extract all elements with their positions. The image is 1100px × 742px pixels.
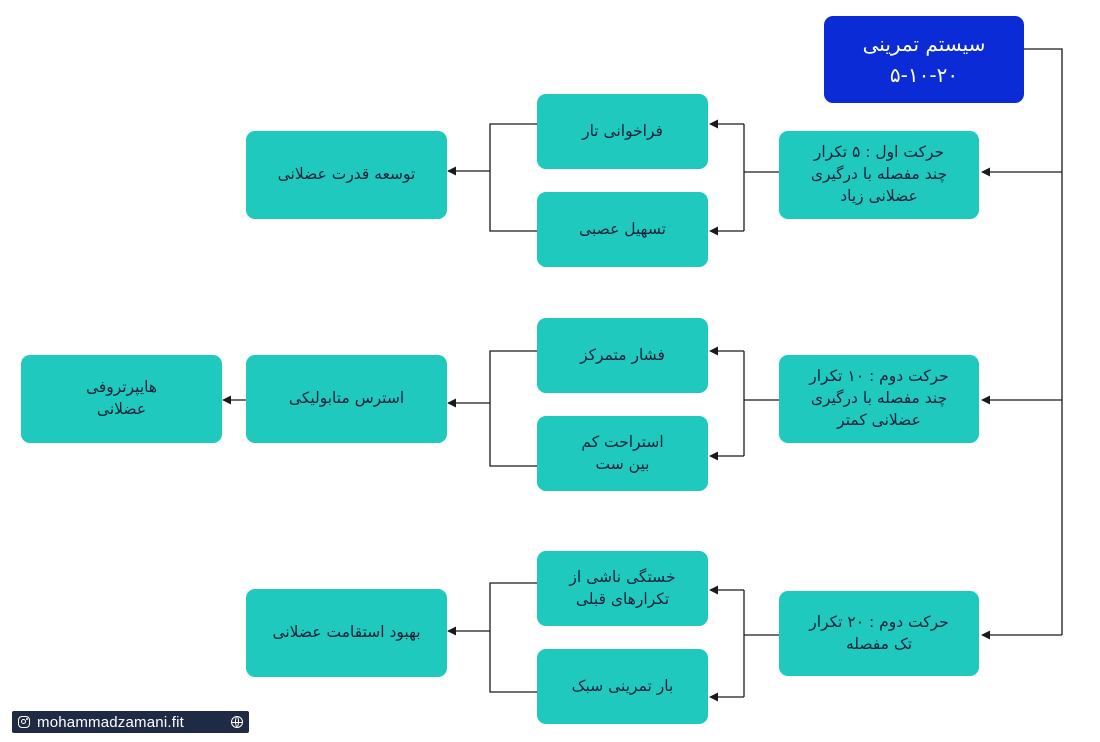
metabolic-stress-node: استرس متابولیکی <box>246 355 447 443</box>
short-rest-node: استراحت کم بین ست <box>537 416 708 491</box>
move1-node: حرکت اول : ۵ تکرار چند مفصله با درگیری ع… <box>779 131 979 219</box>
hypertrophy-node: هایپرتروفی عضلانی <box>21 355 222 443</box>
fatigue-node: خستگی ناشی از تکرارهای قبلی <box>537 551 708 626</box>
bracket-move3 <box>743 590 779 697</box>
footer-handle: mohammadzamani.fit <box>37 713 184 731</box>
strength-development-node: توسعه قدرت عضلانی <box>246 131 447 219</box>
bracket-move1 <box>743 124 779 231</box>
concentrated-pressure-node: فشار متمرکز <box>537 318 708 393</box>
merge-group3 <box>489 582 537 693</box>
move2-node: حرکت دوم : ۱۰ تکرار چند مفصله با درگیری … <box>779 355 979 443</box>
merge-group1 <box>489 123 537 232</box>
bracket-move2 <box>743 351 779 456</box>
endurance-node: بهبود استقامت عضلانی <box>246 589 447 677</box>
footer-handle-bar[interactable]: mohammadzamani.fit <box>12 711 249 733</box>
merge-group2 <box>489 350 537 467</box>
globe-icon <box>231 716 243 728</box>
fiber-recruitment-node: فراخوانی تار <box>537 94 708 169</box>
root-node: سیستم تمرینی ۵-۱۰-۲۰ <box>824 16 1024 103</box>
neural-facilitation-node: تسهیل عصبی <box>537 192 708 267</box>
move3-node: حرکت دوم : ۲۰ تکرار تک مفصله <box>779 591 979 676</box>
light-load-node: بار تمرینی سبک <box>537 649 708 724</box>
instagram-icon <box>18 716 30 728</box>
root-spine <box>1024 48 1063 635</box>
